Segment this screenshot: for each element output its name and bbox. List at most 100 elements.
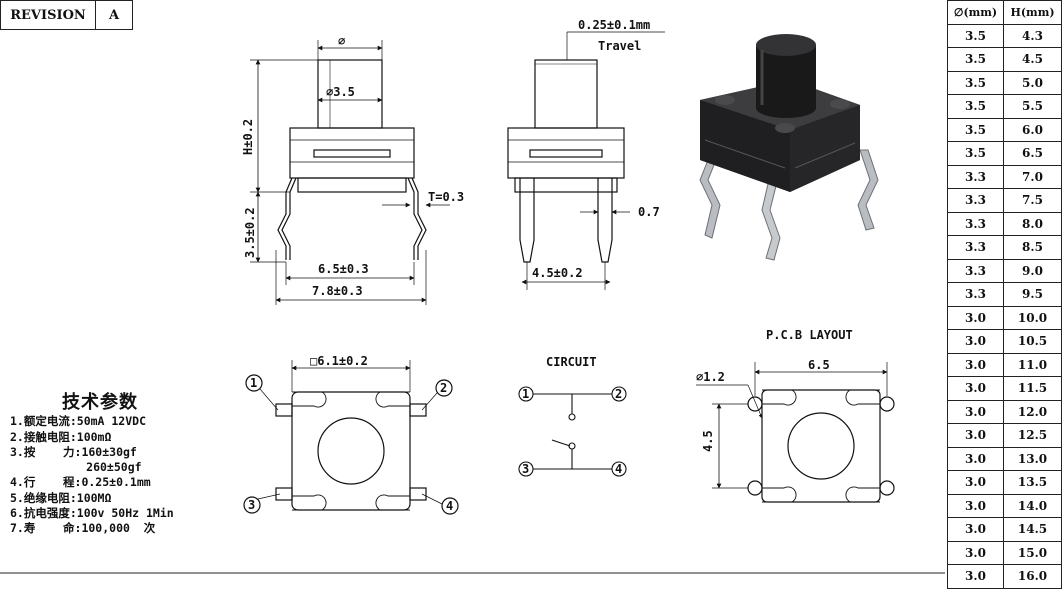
revision-value: A: [108, 7, 120, 23]
spec-item: 260±50gf: [10, 460, 142, 475]
pcb-layout: [696, 362, 895, 503]
table-cell-height: 6.0: [1003, 117, 1062, 142]
top-pin-3-marker: [243, 496, 261, 514]
side-body: [289, 127, 415, 179]
pcb-hole-2: [879, 396, 895, 412]
table-cell-height: 13.5: [1003, 470, 1062, 495]
revision-box: REVISION A: [0, 0, 133, 30]
pcb-hole-label: ∅1.2: [696, 370, 725, 384]
table-cell-height: 11.5: [1003, 376, 1062, 401]
table-cell-height: 10.0: [1003, 305, 1062, 330]
table-cell-height: 5.5: [1003, 94, 1062, 119]
table-cell-dia: 3.5: [947, 117, 1004, 142]
table-header-dia: ∅(mm): [947, 0, 1004, 25]
table-cell-height: 7.5: [1003, 188, 1062, 213]
table-cell-height: 8.5: [1003, 235, 1062, 260]
front-body: [507, 127, 625, 179]
pcb-hole-1: [747, 396, 763, 412]
pcb-hole-3: [747, 480, 763, 496]
table-cell-dia: 3.5: [947, 70, 1004, 95]
top-body: [291, 391, 411, 511]
table-cell-height: 9.5: [1003, 282, 1062, 307]
table-cell-dia: 3.0: [947, 352, 1004, 377]
table-cell-height: 12.0: [1003, 399, 1062, 424]
table-cell-dia: 3.0: [947, 493, 1004, 518]
side-dia-symbol: ∅: [338, 34, 345, 48]
table-cell-dia: 3.5: [947, 94, 1004, 119]
table-cell-dia: 3.0: [947, 470, 1004, 495]
front-travel-label: Travel: [598, 39, 641, 53]
table-cell-dia: 3.3: [947, 164, 1004, 189]
table-header-row: ∅(mm) H(mm): [947, 0, 1062, 25]
spec-item: 6.抗电强度:100v 50Hz 1Min: [10, 506, 174, 521]
table-cell-height: 15.0: [1003, 540, 1062, 565]
table-cell-dia: 3.5: [947, 141, 1004, 166]
spec-title: 技术参数: [62, 392, 138, 413]
circuit-pin-4: 4: [615, 462, 622, 476]
drawing-canvas: ∅ ∅3.5 H±0.2 T=0.3 3.5±0.2 6.5±0.3 7.8±0…: [0, 18, 945, 574]
spec-item: 4.行 程:0.25±0.1mm: [10, 475, 151, 490]
table-cell-dia: 3.0: [947, 329, 1004, 354]
top-pin-3: 3: [248, 498, 255, 512]
spec-block: 技术参数 1.额定电流:50mA 12VDC 2.接触电阻:100mΩ 3.按 …: [10, 392, 174, 537]
table-cell-dia: 3.0: [947, 564, 1004, 589]
table-cell-dia: 3.3: [947, 235, 1004, 260]
table-cell-dia: 3.0: [947, 305, 1004, 330]
circuit-pin-1: 1: [522, 387, 529, 401]
side-width-inner: 6.5±0.3: [318, 262, 369, 276]
top-pin-1: 1: [250, 376, 257, 390]
table-cell-dia: 3.0: [947, 376, 1004, 401]
table-cell-height: 9.0: [1003, 258, 1062, 283]
table-cell-height: 12.5: [1003, 423, 1062, 448]
switch-3d-render: [699, 34, 879, 261]
front-plunger: [534, 59, 598, 129]
table-cell-dia: 3.3: [947, 211, 1004, 236]
revision-label: REVISION: [1, 1, 96, 29]
table-cell-dia: 3.0: [947, 446, 1004, 471]
top-pin-4: 4: [446, 499, 453, 513]
table-cell-dia: 3.0: [947, 423, 1004, 448]
table-cell-height: 8.0: [1003, 211, 1062, 236]
side-view: [250, 40, 450, 305]
top-size-label: □6.1±0.2: [310, 354, 368, 368]
front-pin-left: [519, 178, 535, 263]
top-view: [243, 360, 459, 515]
top-pin-4-marker: [441, 497, 459, 515]
table-cell-height: 16.0: [1003, 564, 1062, 589]
side-leg-left: [277, 177, 293, 260]
pcb-hole-4: [879, 480, 895, 496]
pcb-width-label: 6.5: [808, 358, 830, 372]
table-cell-dia: 3.0: [947, 540, 1004, 565]
side-width-outer: 7.8±0.3: [312, 284, 363, 298]
circuit-pin-3: 3: [522, 462, 529, 476]
side-dia-label: ∅3.5: [326, 85, 355, 99]
side-leg-label: 3.5±0.2: [243, 207, 257, 258]
top-plunger: [317, 417, 385, 485]
front-travel-value: 0.25±0.1mm: [578, 18, 650, 32]
side-leg-right: [411, 177, 427, 260]
table-cell-height: 6.5: [1003, 141, 1062, 166]
spec-item: 1.额定电流:50mA 12VDC: [10, 414, 147, 429]
table-cell-height: 4.5: [1003, 47, 1062, 72]
